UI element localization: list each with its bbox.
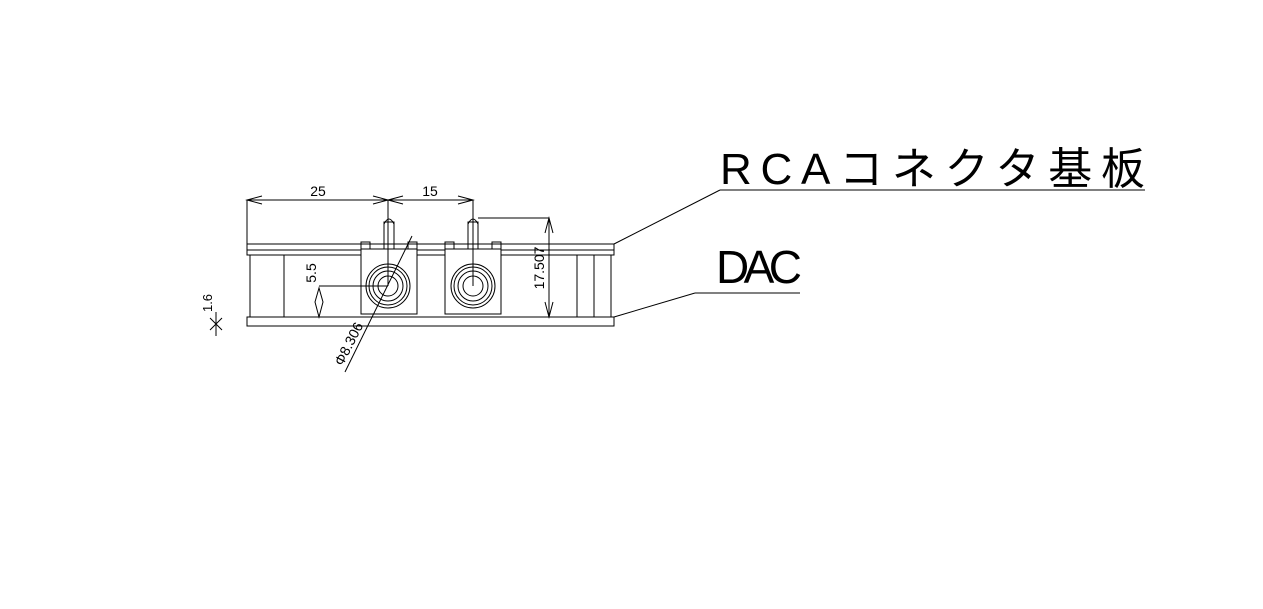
label-rca-board: RCAコネクタ基板	[720, 145, 1145, 194]
dim-offset: 5.5	[303, 263, 319, 283]
dim-25: 25	[310, 183, 326, 199]
rca-board	[246, 243, 615, 256]
dim-15: 15	[422, 183, 438, 199]
label-dac: DAC	[716, 241, 802, 293]
dim-thickness: 1.6	[200, 294, 215, 312]
dim-diameter: Φ8.306	[331, 319, 366, 368]
dimension-lines	[209, 189, 1145, 373]
rca-connector-1	[360, 218, 418, 315]
dim-height: 17.507	[531, 246, 547, 289]
dac-board	[246, 316, 615, 327]
standoffs	[249, 255, 612, 317]
